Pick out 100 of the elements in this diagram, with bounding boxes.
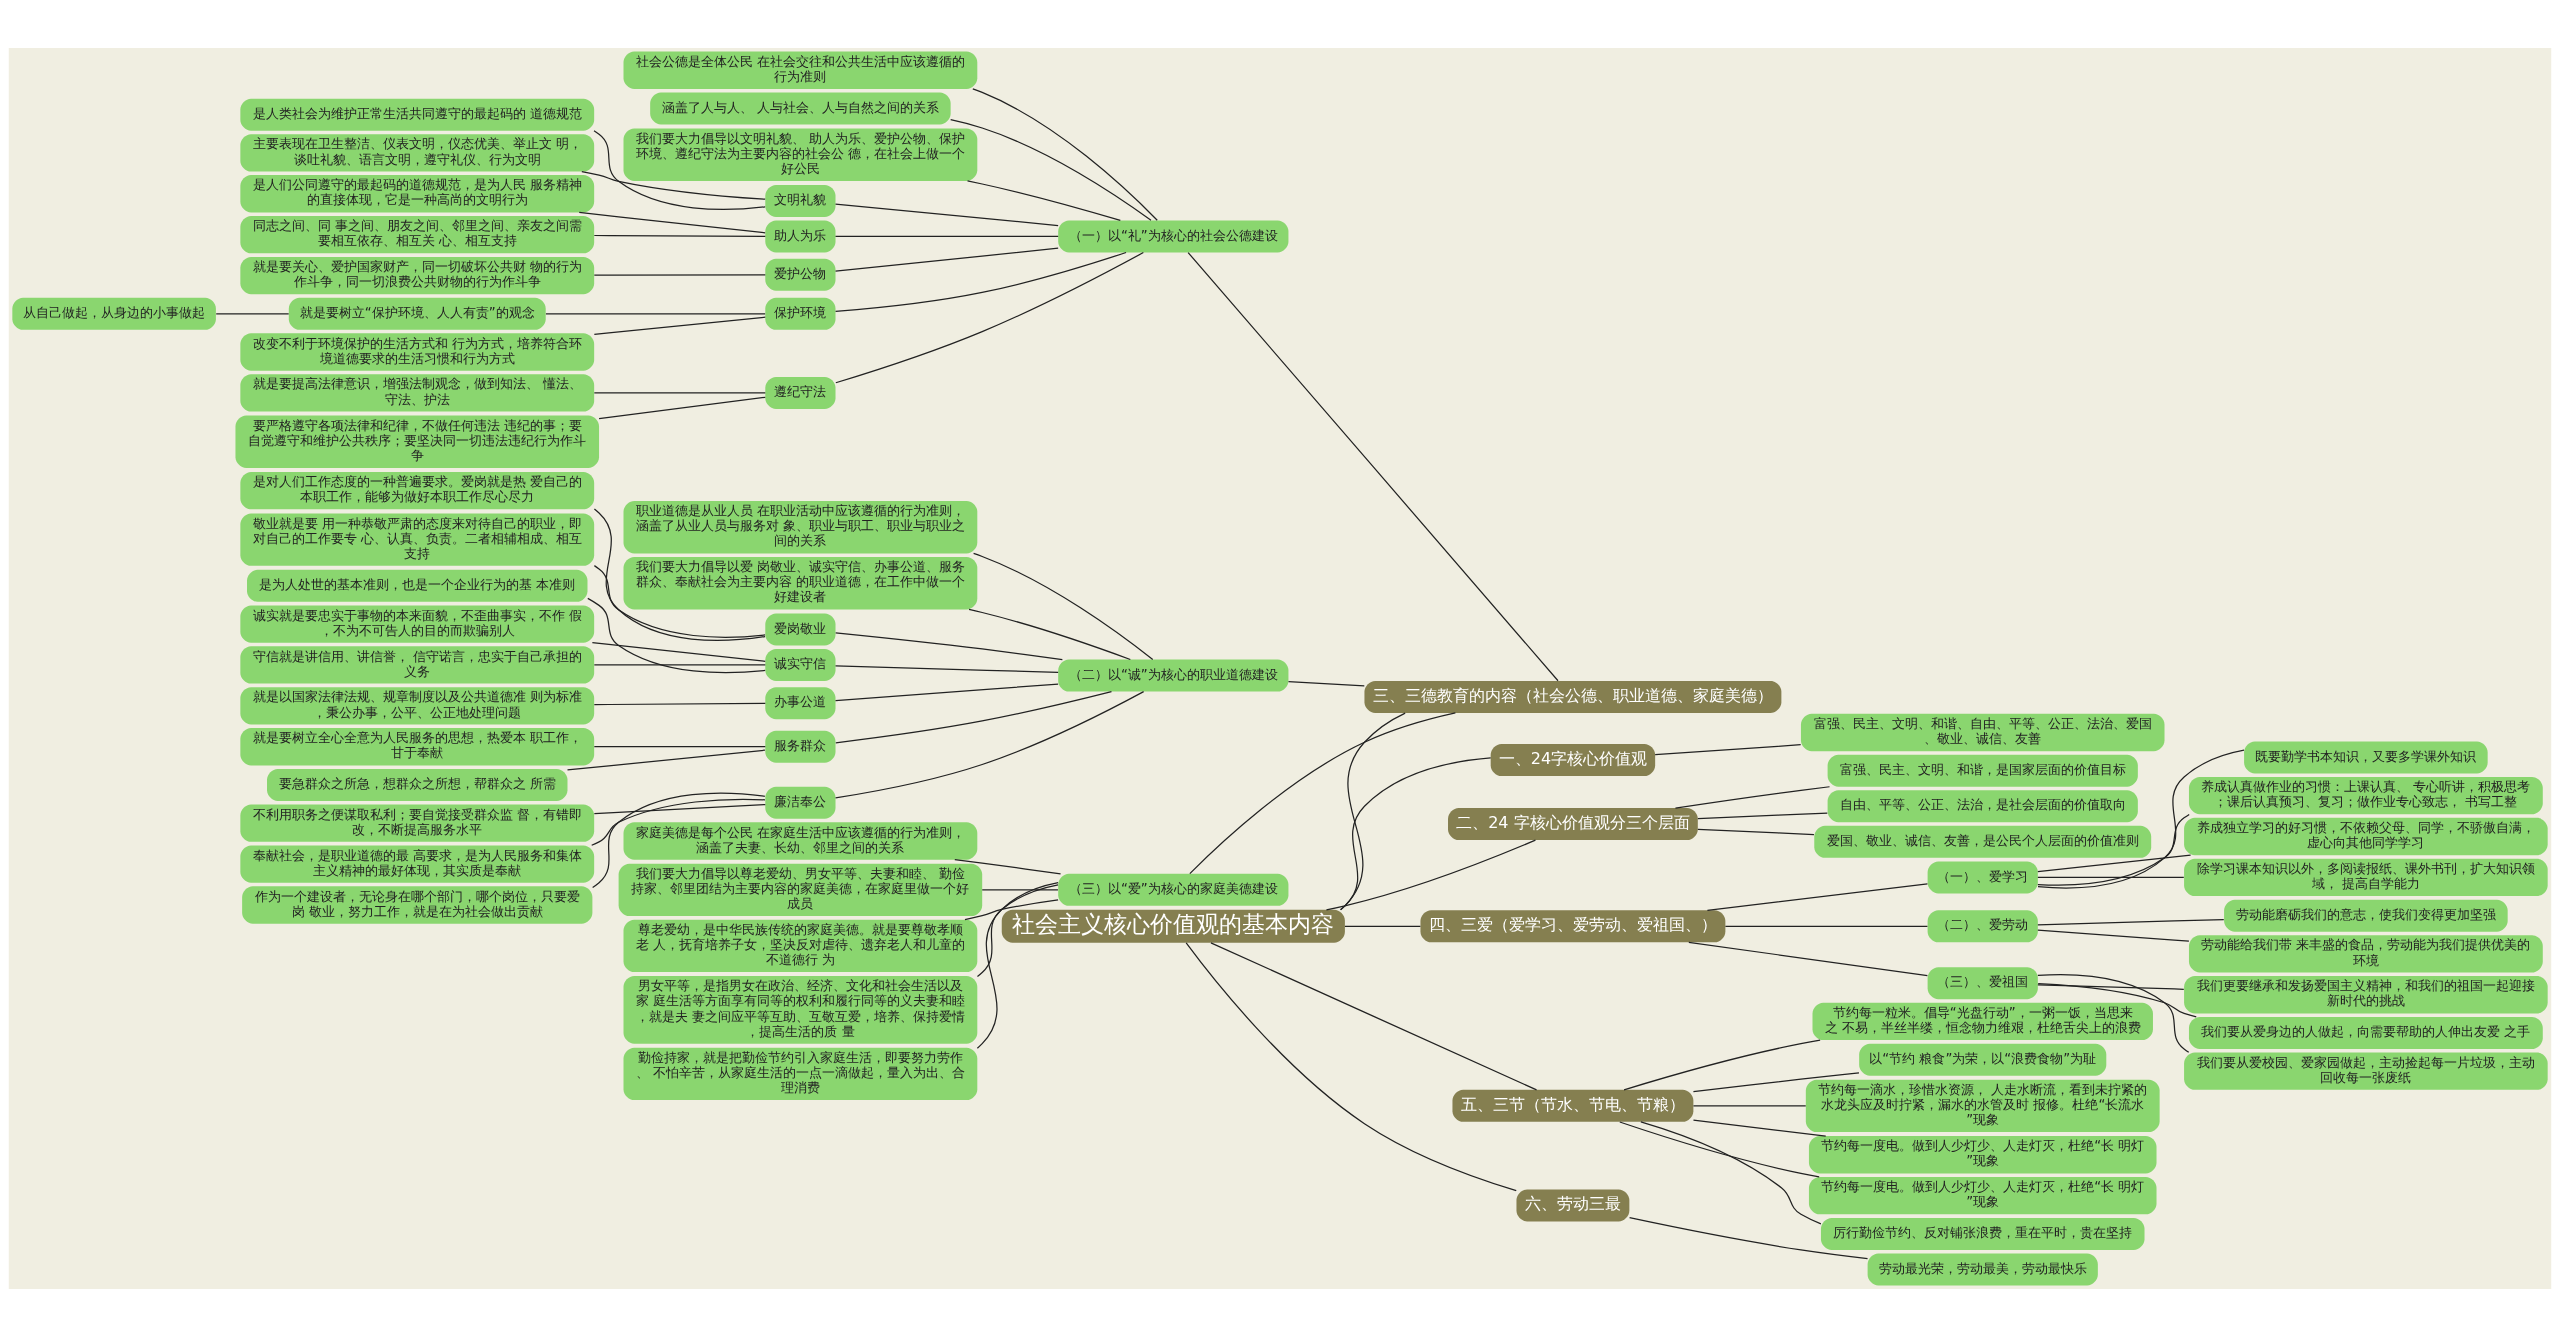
connector (835, 690, 1113, 743)
node-box: 敬业就是要 用一种恭敬严肃的态度来对待自己的职业，即对自己的工作要专 心、认真、负责。二者相辅相成、相互支持 (240, 512, 595, 566)
connector (1287, 680, 1365, 686)
connector (834, 235, 1059, 237)
node-box: 爱国、敬业、诚信、友善，是公民个人层面的价值准则 (1814, 825, 2152, 858)
node-box: 办事公道 (765, 686, 836, 719)
node-box: 节约每一粒米。倡导“光盘行动”，一粥一饭，当思来之 不易，半丝半缕，恒念物力维艰，杜绝舌尖上的浪费 (1812, 1002, 2153, 1040)
connector (598, 396, 766, 419)
node-box: 富强、民主、文明、和谐，是国家层面的价值目标 (1827, 754, 2138, 787)
connector (593, 273, 766, 276)
node-box: 是为人处世的基本准则，也是一个企业行为的基 本准则 (247, 569, 588, 602)
connector (593, 234, 766, 237)
connector (834, 247, 1059, 272)
node-box: （三）以“爱”为核心的家庭美德建设 (1058, 873, 1289, 906)
connector (834, 203, 1059, 226)
connector (593, 663, 766, 666)
connector (593, 803, 766, 814)
node-box: 家庭美德是每个公民 在家庭生活中应该遵循的行为准则，涵盖了夫妻、长幼、邻里之间的关系 (623, 821, 978, 860)
node-box: 以“节约 粮食”为荣，以“浪费食物”为耻 (1859, 1043, 2107, 1076)
node-box: 是对人们工作态度的一种普遍要求。爱岗就是热 爱自己的本职工作，能够为做好本职工作尽心尽力 (240, 471, 595, 509)
connector (1210, 941, 1538, 1090)
node-box: （三）、爱祖国 (1927, 966, 2038, 999)
node-box: 富强、民主、文明、和谐、自由、平等、公正、法治、爱国、敬业、诚信、友善 (1800, 713, 2165, 751)
connector (1619, 1120, 1820, 1178)
connector (968, 608, 1131, 660)
node-box: 服务群众 (765, 730, 836, 763)
connector (2037, 983, 2185, 990)
node-box: 就是要关心、爱护国家财产，同一切破坏公共财 物的行为作斗争，同一切浪费公共财物的行为作斗争 (240, 256, 595, 294)
connector (545, 312, 766, 314)
connector (566, 749, 766, 771)
connector (1623, 1039, 1821, 1090)
node-box: 从自己做起，从身边的小事做起 (12, 297, 216, 330)
node-box: 自由、平等、公正、法治，是社会层面的价值取向 (1827, 789, 2138, 822)
node-box: 我们要从爱身边的人做起，向需要帮助的人伸出友爱 之手 (2188, 1016, 2543, 1049)
node-box: 同志之间、同 事之间、朋友之间、邻里之间、亲友之间需要相互依存、相互关 心、相互支持 (240, 215, 595, 253)
node-box: 我们要从爱校园、爱家园做起，主动捡起每一片垃圾，主动回收每一张废纸 (2184, 1052, 2548, 1090)
connector (1692, 1104, 1807, 1106)
connector (1339, 756, 1492, 910)
connector (1688, 941, 1928, 976)
node-box: 廉洁奉公 (765, 786, 836, 819)
node-box: 要严格遵守各项法律和纪律，不做任何违法 违纪的事；要自觉遵守和维护公共秩序；要坚决同一切违法违纪行为作斗争 (235, 415, 600, 468)
connector (593, 129, 766, 210)
connector (1344, 925, 1421, 927)
connector (1187, 251, 1559, 681)
connector (592, 792, 766, 888)
node-box: 保护环境 (765, 297, 836, 330)
connector (973, 552, 1154, 660)
node-box: 劳动最光荣，劳动最美，劳动最快乐 (1867, 1252, 2098, 1285)
node-box: 社会主义核心价值观的基本内容 (1001, 909, 1345, 943)
connector (591, 641, 766, 662)
connector (2037, 854, 2192, 872)
connector (1724, 925, 1929, 927)
connector (587, 597, 766, 673)
node-box: 我们要大力倡导以文明礼貌、 助人为乐、爱护公物、保护环境、遵纪守法为主要内容的社会公 德，在社会上做一个好公民 (623, 127, 978, 181)
node-box: 就是要树立“保护环境、人人有责”的观念 (288, 297, 546, 330)
node-box: 一、24字核心价值观 (1490, 743, 1656, 776)
node-box: 作为一个建设者，无论身在哪个部门，哪个岗位，只要爱岗 敬业，努力工作，就是在为社会做出贡献 (242, 885, 593, 924)
node-box: 文明礼貌 (765, 184, 836, 217)
node-box: 三、三德教育的内容（社会公德、职业道德、家庭美德） (1364, 680, 1782, 713)
connector (2037, 876, 2185, 878)
node-box: 节约每一度电。做到人少灯少、人走灯灭，杜绝“长 明灯”现象 (1808, 1135, 2157, 1173)
node-box: 节约每一滴水，珍惜水资源， 人走水断流，看到未拧紧的水龙头应及时拧紧，漏水的水管及时 报修。杜绝“长流水”现象 (1805, 1079, 2160, 1132)
node-box: 劳动能给我们带 来丰盛的食品，劳动能为我们提供优美的环境 (2188, 934, 2543, 973)
node-box: 勤俭持家，就是把勤俭节约引入家庭生活，即要努力劳作、 不怕辛苦，从家庭生活的一点一滴做起，量入为出、合理消费 (623, 1047, 978, 1100)
connector (835, 251, 1144, 383)
node-box: 厉行勤俭节约、反对铺张浪费，重在平时，贵在坚持 (1820, 1217, 2145, 1250)
node-box: 我们更要继承和发扬爱国主义精神，和我们的祖国一起迎接新时代的挑战 (2184, 975, 2548, 1013)
connector (591, 798, 766, 846)
node-box: 既要勤学书本知识，又要多学课外知识 (2244, 740, 2488, 773)
connector (1628, 1216, 1869, 1259)
connector (1640, 1120, 1822, 1224)
connector (2037, 813, 2190, 886)
node-box: 节约每一度电。做到人少灯少、人走灯灭，杜绝“长 明灯”现象 (1808, 1176, 2157, 1214)
node-box: 就是以国家法律法规、规章制度以及公共道德准 则为标准，秉公办事，公平、公正地处理问题 (240, 686, 595, 724)
connector (1697, 828, 1815, 835)
connector (581, 170, 766, 200)
node-box: 职业道德是从业人员 在职业活动中应该遵循的行为准则，涵盖了从业人员与服务对 象、职业与职工、职业与职业之间的关系 (623, 500, 978, 553)
connector (1674, 785, 1831, 809)
connector (835, 631, 1063, 660)
connector (2037, 973, 2190, 1053)
connector (834, 690, 1145, 798)
node-box: 除学习课本知识以外，多阅读报纸、课外书刊，扩大知识领域， 提高自学能力 (2184, 858, 2548, 896)
connector (2037, 929, 2190, 942)
node-box: （一）、爱学习 (1927, 860, 2038, 893)
connector (1697, 811, 1828, 819)
connector (1692, 1071, 1860, 1092)
node-box: 六、劳动三最 (1516, 1188, 1630, 1221)
node-box: （二）、爱劳动 (1927, 909, 2038, 942)
connector (834, 683, 1059, 701)
connector (976, 883, 1059, 977)
node-box: 养成独立学习的好习惯，不依赖父母、同学，不骄傲自满，虚心向其他同学学习 (2184, 817, 2548, 855)
connector (215, 312, 290, 314)
node-box: 二、24 字核心价值观分三个层面 (1448, 807, 1698, 840)
node-box: 社会公德是全体公民 在社会交往和公共生活中应该遵循的行为准则 (623, 51, 978, 89)
connector (593, 564, 766, 638)
connector (593, 507, 766, 641)
connector (593, 702, 766, 705)
connector (2037, 982, 2197, 1018)
connector (593, 745, 766, 747)
node-box: 爱护公物 (765, 258, 836, 291)
